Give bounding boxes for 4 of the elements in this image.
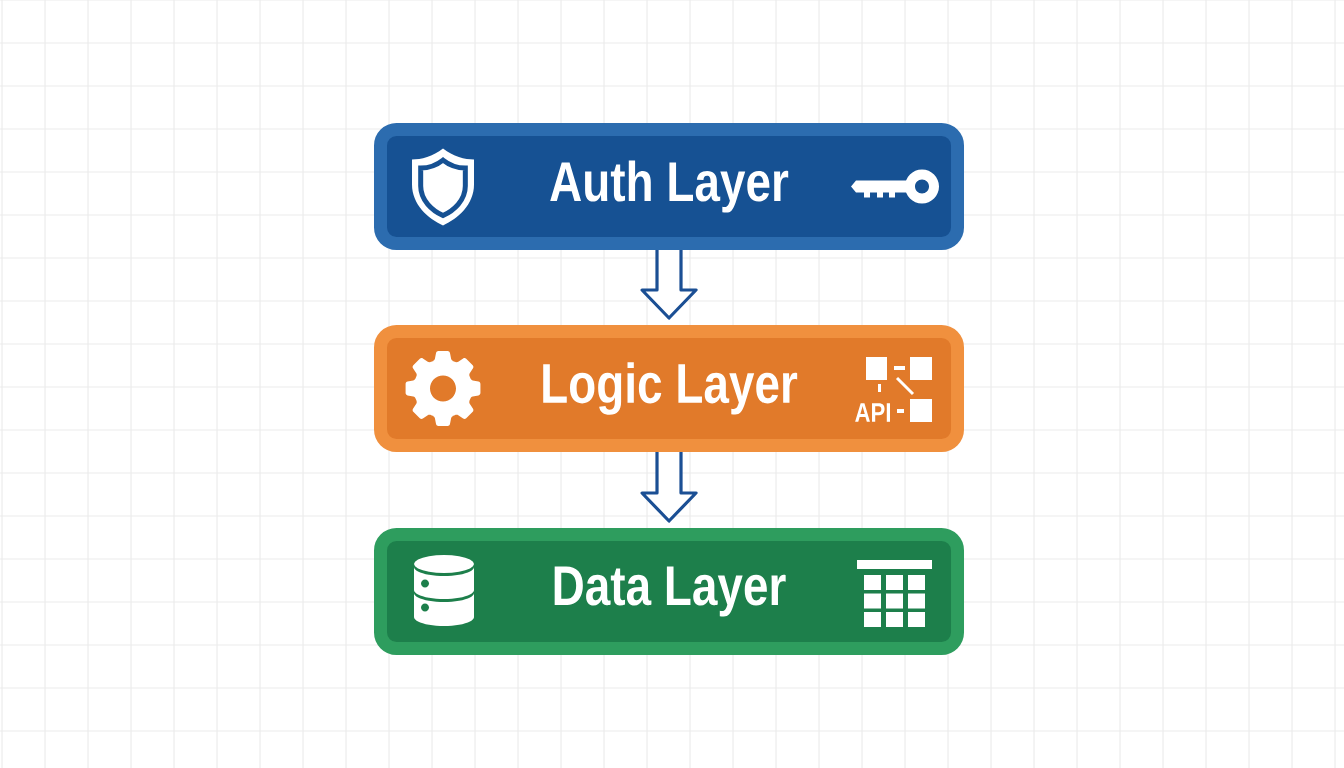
block-arrow [640, 248, 698, 320]
block-arrow [640, 450, 698, 523]
icon-label: API [855, 403, 890, 422]
layer-box: Auth Layer [374, 123, 964, 250]
